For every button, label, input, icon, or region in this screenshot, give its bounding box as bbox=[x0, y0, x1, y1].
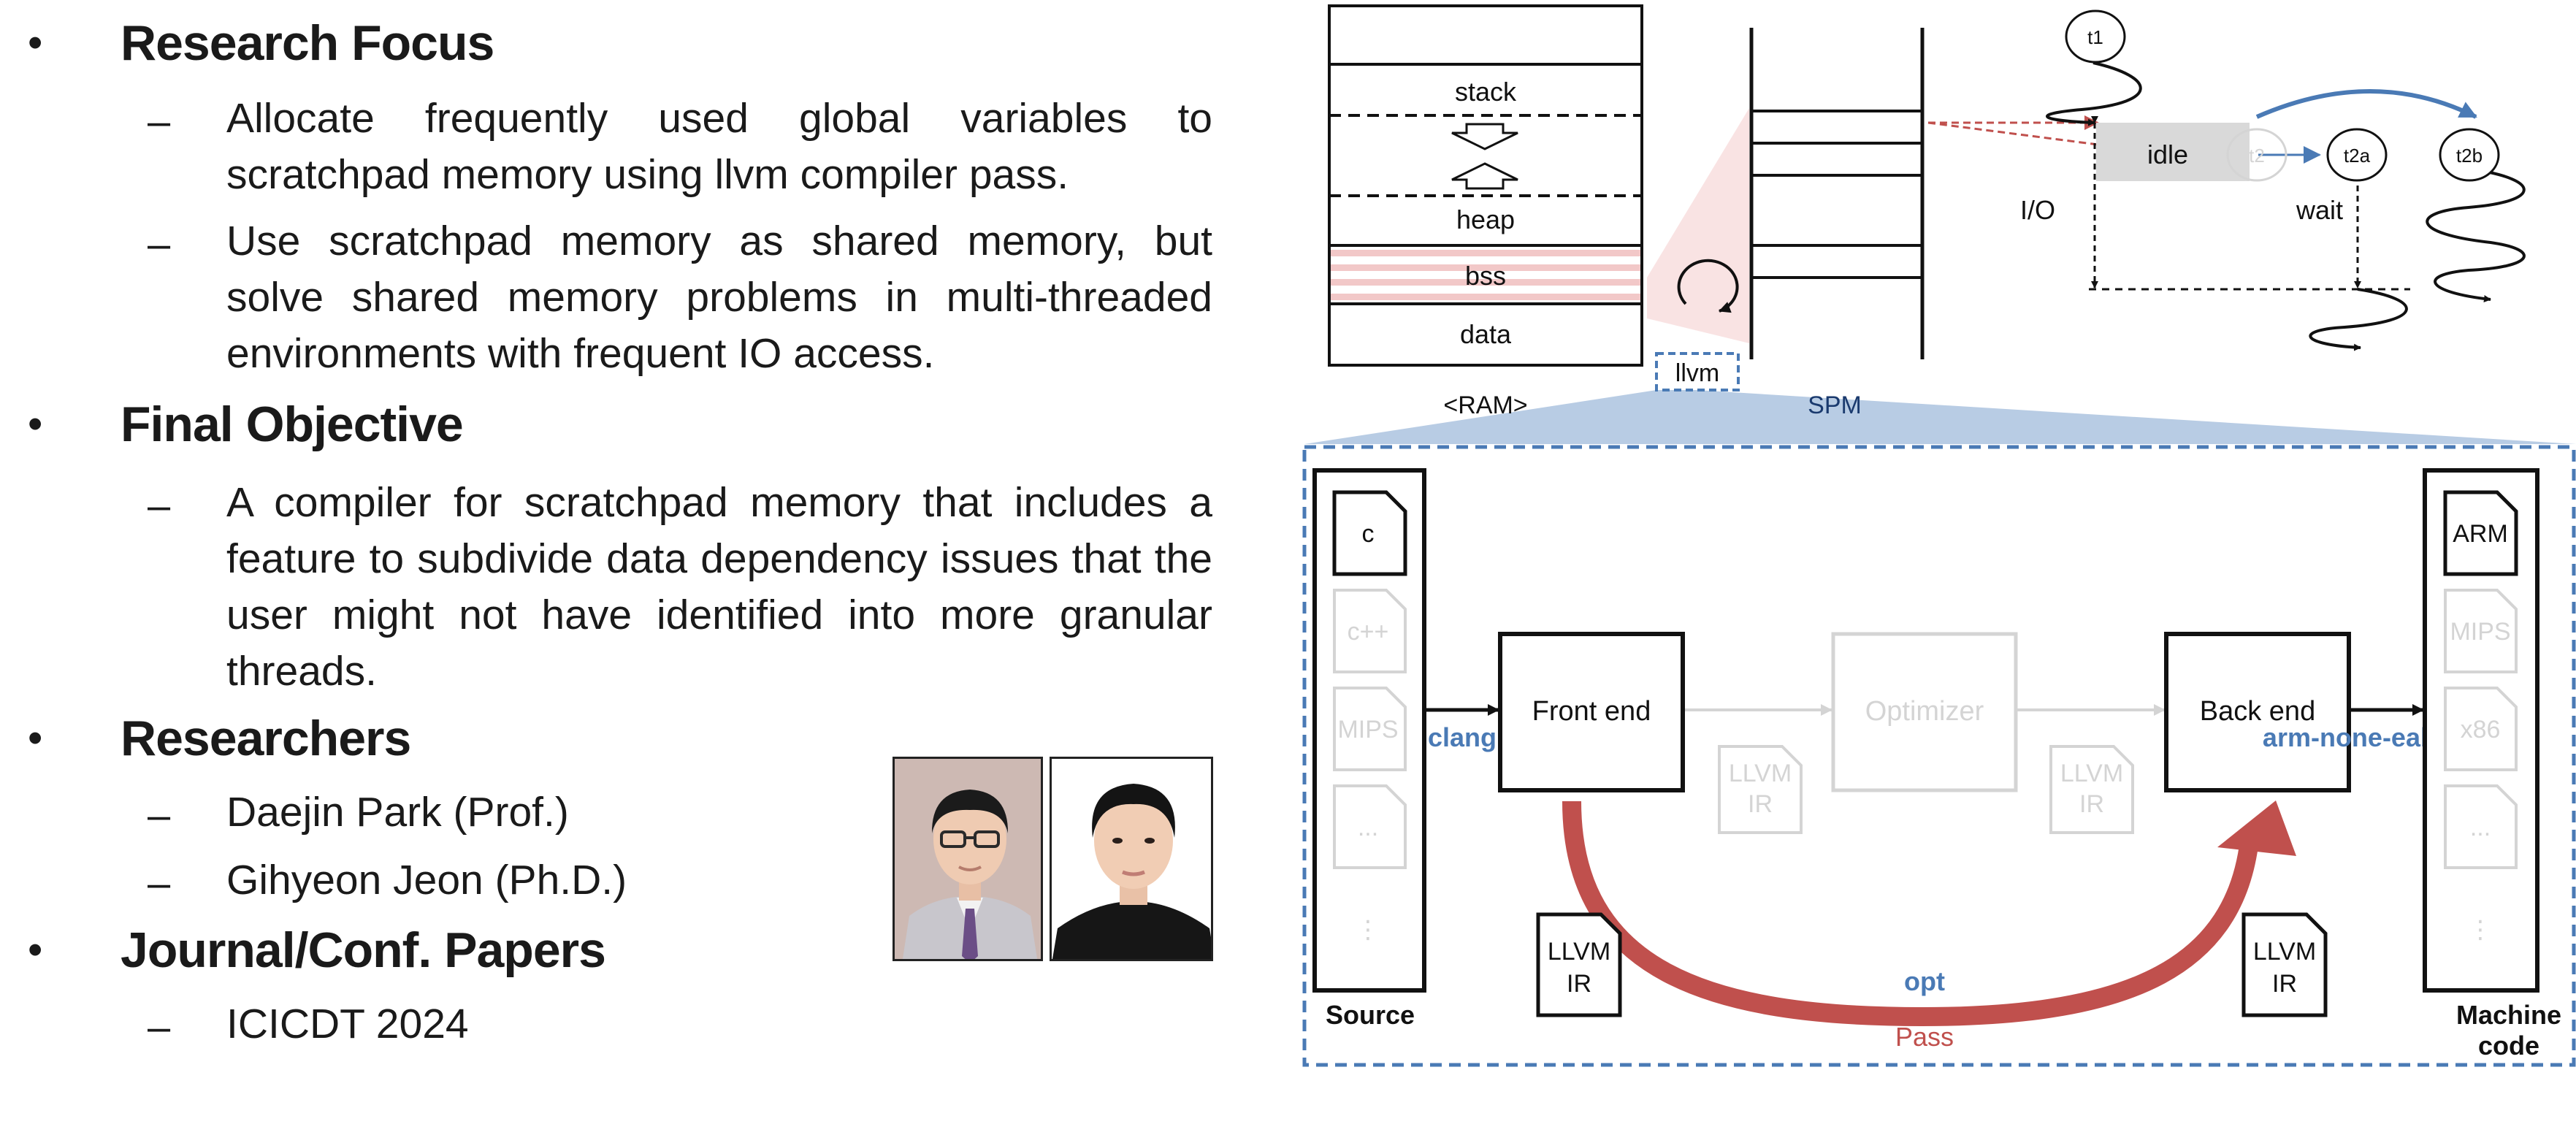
machine-file-mips-label: MIPS bbox=[2450, 618, 2510, 646]
llvm-box bbox=[1655, 352, 1740, 391]
dash: – bbox=[148, 98, 171, 144]
source-file-mips bbox=[1333, 687, 1407, 771]
ir-file-faded-2 bbox=[2049, 745, 2134, 834]
paper-1: ICICDT 2024 bbox=[226, 1001, 469, 1047]
machine-file-x86 bbox=[2444, 687, 2518, 771]
stack-grow-arrow bbox=[1451, 123, 1518, 150]
bullet: • bbox=[28, 926, 43, 974]
machine-file-mips bbox=[2444, 589, 2518, 673]
zoom-funnel-pink bbox=[1647, 108, 1749, 343]
source-file-c-label: c bbox=[1362, 520, 1375, 548]
source-file-cpp bbox=[1333, 589, 1407, 673]
clang-label: clang bbox=[1428, 722, 1497, 752]
machine-file-more bbox=[2444, 784, 2518, 869]
bullet: • bbox=[28, 19, 43, 66]
bullet: • bbox=[28, 714, 43, 762]
bullet: • bbox=[28, 400, 43, 448]
research-focus-item-1: Allocate frequently used global variable… bbox=[226, 95, 1212, 198]
heading-final-objective: Final Objective bbox=[121, 397, 464, 452]
thread-label-t1: t1 bbox=[2087, 26, 2103, 48]
researcher-photo-1 bbox=[893, 757, 1043, 961]
pass-label: Pass bbox=[1895, 1022, 1954, 1052]
source-file-mips-label: MIPS bbox=[1337, 716, 1398, 744]
heap-grow-arrow bbox=[1451, 162, 1518, 190]
dash: – bbox=[148, 221, 171, 267]
source-file-cpp-label: c++ bbox=[1348, 618, 1389, 646]
idle-label: idle bbox=[2147, 140, 2188, 169]
ram-segment-bss: bss bbox=[1465, 261, 1506, 291]
thread-label-t2b: t2b bbox=[2456, 145, 2483, 167]
compiler-pipeline-frame bbox=[1302, 445, 2576, 1067]
source-label: Source bbox=[1326, 1000, 1415, 1030]
thread-timeline bbox=[1927, 9, 2526, 351]
zoom-funnel-blue bbox=[1304, 390, 2576, 444]
source-vertical-ellipsis: ⋮ bbox=[1356, 916, 1380, 944]
machine-label-line1: Machine bbox=[2456, 1000, 2561, 1030]
heading-research-focus: Research Focus bbox=[121, 15, 494, 71]
heading-papers: Journal/Conf. Papers bbox=[121, 922, 606, 978]
machine-file-more-label: ... bbox=[2470, 814, 2491, 841]
source-file-c bbox=[1332, 490, 1407, 576]
ir-file-output-line1: LLVM bbox=[2253, 938, 2316, 966]
text-panel: • Research Focus – Allocate frequently u… bbox=[0, 0, 1256, 1135]
machine-label-line2: code bbox=[2478, 1031, 2539, 1061]
machine-vertical-ellipsis: ⋮ bbox=[2468, 916, 2493, 944]
heading-researchers: Researchers bbox=[121, 711, 411, 766]
dash: – bbox=[148, 792, 171, 838]
ir-file-faded-1-line1: LLVM bbox=[1729, 760, 1792, 787]
dash: – bbox=[148, 1004, 171, 1050]
researcher-photo-2 bbox=[1050, 757, 1213, 961]
thread-label-t2a: t2a bbox=[2344, 145, 2371, 167]
ir-file-faded-2-line1: LLVM bbox=[2060, 760, 2123, 787]
front-end-box bbox=[1498, 632, 1685, 792]
dash: – bbox=[148, 482, 171, 528]
pass-arc-head bbox=[2217, 800, 2296, 856]
ram-label: <RAM> bbox=[1443, 391, 1527, 419]
machine-file-arm bbox=[2443, 490, 2518, 576]
llvm-label: llvm bbox=[1675, 359, 1719, 387]
portrait-drawing bbox=[895, 759, 1041, 959]
source-file-more bbox=[1333, 784, 1407, 869]
ram-segment-stack: stack bbox=[1455, 77, 1517, 107]
back-end-box bbox=[2164, 632, 2351, 792]
optimizer-box bbox=[1831, 632, 2018, 792]
spm-label: SPM bbox=[1808, 391, 1862, 419]
ir-file-input-line2: IR bbox=[1567, 970, 1591, 998]
wait-label: wait bbox=[2296, 195, 2343, 225]
ir-file-faded-1-line2: IR bbox=[1748, 790, 1773, 818]
machine-file-x86-label: x86 bbox=[2461, 716, 2501, 744]
back-end-label: Back end bbox=[2200, 696, 2315, 727]
front-end-label: Front end bbox=[1532, 696, 1651, 727]
source-file-more-label: ... bbox=[1358, 814, 1378, 841]
portrait-drawing bbox=[1052, 759, 1211, 959]
ir-file-faded-2-line2: IR bbox=[2079, 790, 2104, 818]
ir-file-output-line2: IR bbox=[2272, 970, 2297, 998]
dash: – bbox=[148, 860, 171, 906]
thread-label-t2: t2 bbox=[2249, 145, 2265, 167]
researcher-1: Daejin Park (Prof.) bbox=[226, 789, 569, 836]
machine-file-arm-label: ARM bbox=[2453, 520, 2508, 548]
research-focus-item-2: Use scratchpad memory as shared memory, … bbox=[226, 218, 1212, 377]
opt-label: opt bbox=[1904, 966, 1945, 996]
ram-segment-data: data bbox=[1460, 319, 1512, 349]
llvm-loop-arrow bbox=[1677, 259, 1739, 313]
ir-file-input-line1: LLVM bbox=[1548, 938, 1610, 966]
ram-segment-heap: heap bbox=[1456, 205, 1515, 234]
final-objective-item-1: A compiler for scratchpad memory that in… bbox=[226, 479, 1212, 695]
spm-block bbox=[1749, 28, 1925, 359]
ir-file-input bbox=[1536, 912, 1622, 1017]
io-label: I/O bbox=[2020, 195, 2055, 225]
ir-file-faded-1 bbox=[1718, 745, 1803, 834]
optimizer-label: Optimizer bbox=[1865, 696, 1984, 727]
researcher-2: Gihyeon Jeon (Ph.D.) bbox=[226, 857, 627, 903]
ir-file-output bbox=[2241, 912, 2328, 1017]
